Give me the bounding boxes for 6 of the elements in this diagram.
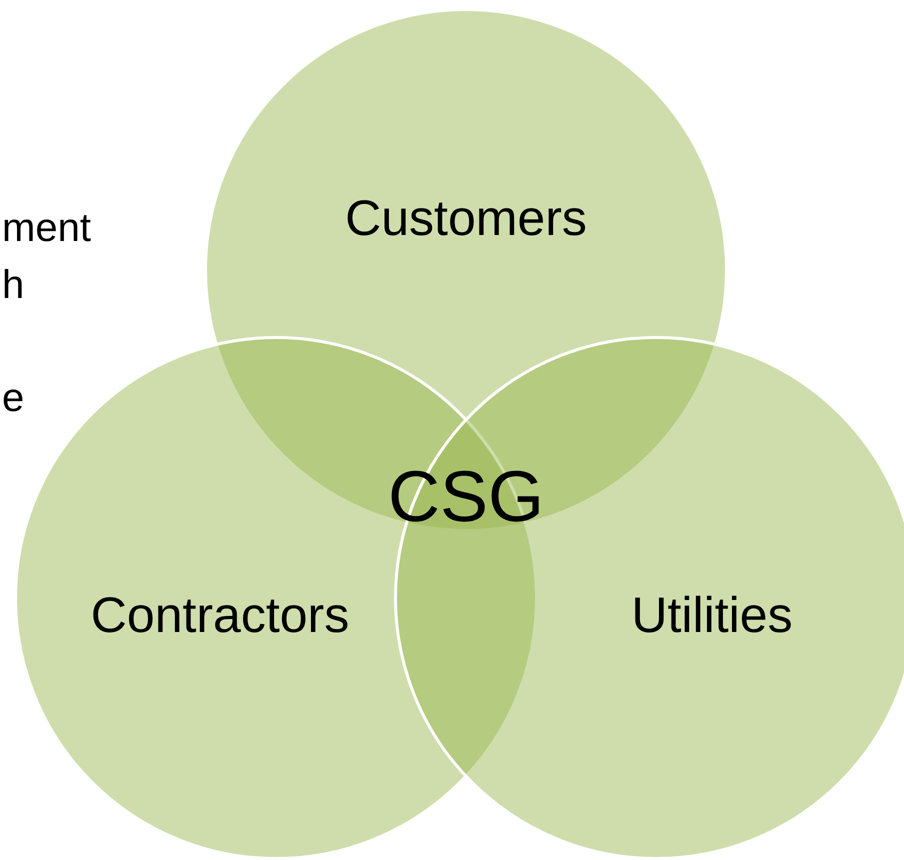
- partial-text: ment: [2, 208, 91, 248]
- circle-label: Utilities: [631, 586, 793, 644]
- partial-text: h: [2, 265, 24, 305]
- partial-text: e: [2, 378, 24, 418]
- circle-label: Contractors: [90, 586, 350, 644]
- circle-label: Customers: [345, 189, 587, 247]
